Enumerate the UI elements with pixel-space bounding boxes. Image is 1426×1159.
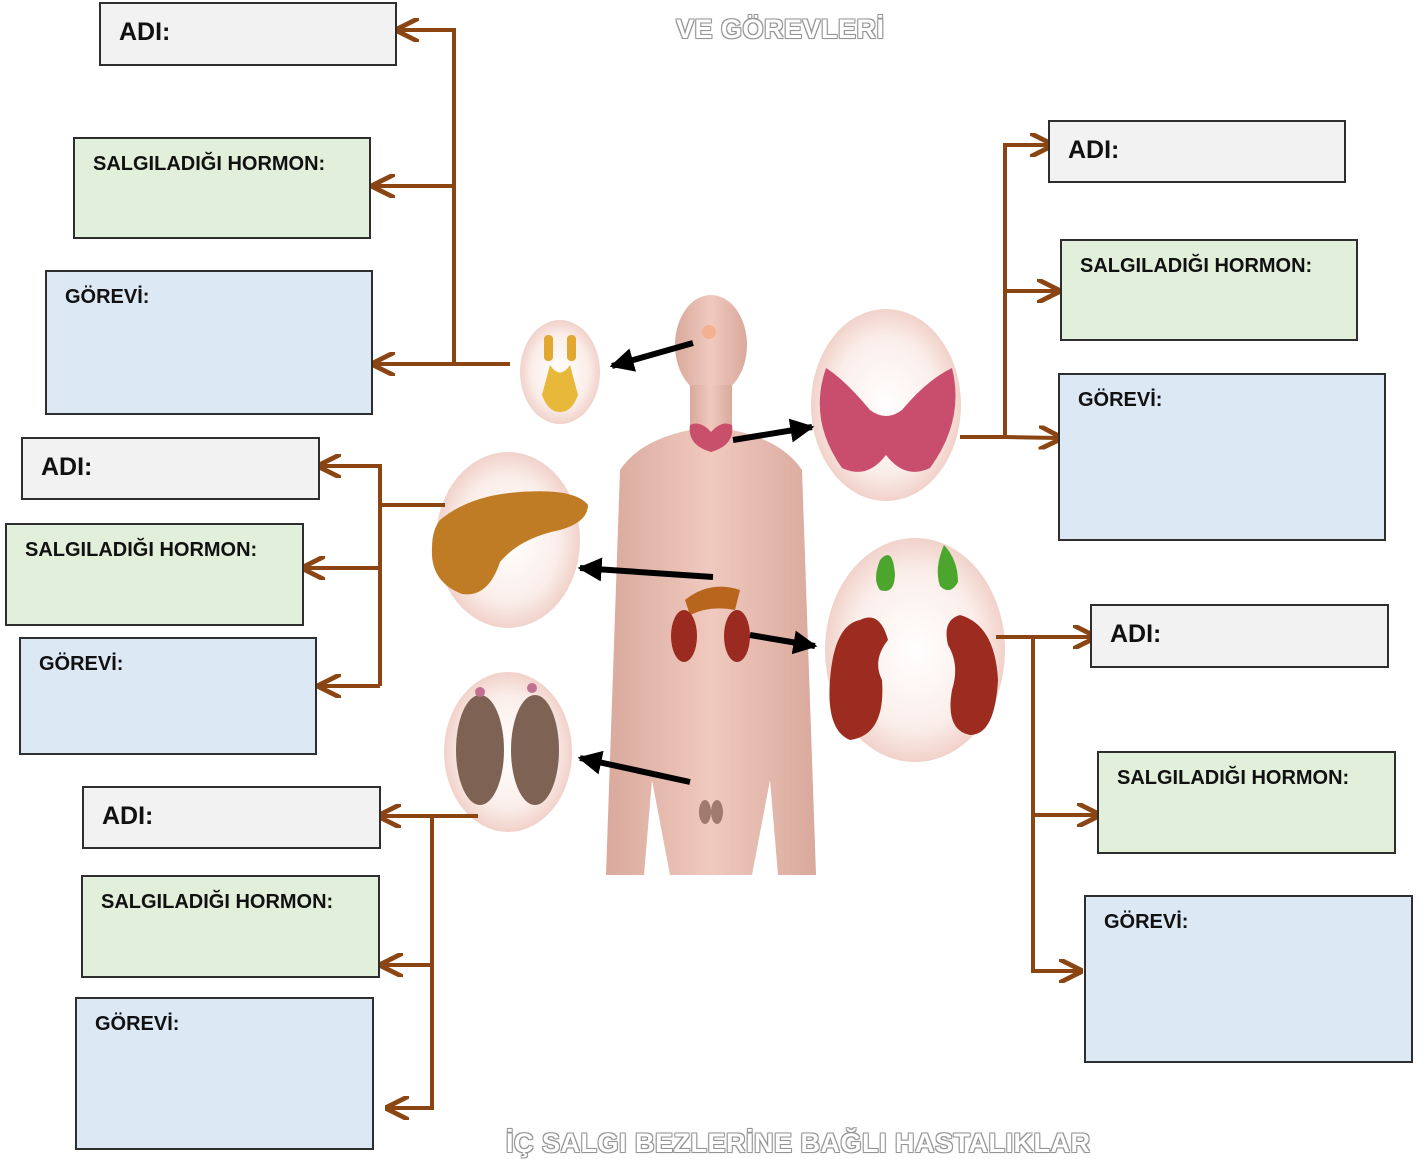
g5-hormone-box[interactable]: SALGILADIĞI HORMON:: [81, 875, 380, 978]
g2-duty-box[interactable]: GÖREVİ:: [1058, 373, 1386, 541]
g1-name-label: ADI:: [119, 18, 171, 46]
g3-duty-label: GÖREVİ:: [39, 653, 124, 675]
thyroid-gland-image: [811, 309, 961, 501]
connector-lines: [306, 30, 1096, 1108]
pointer-arrows: [577, 340, 818, 785]
g4-name-label: ADI:: [1110, 620, 1162, 648]
g5-name-box[interactable]: ADI:: [82, 786, 381, 849]
pituitary-marker: [702, 325, 716, 339]
g3-name-box[interactable]: ADI:: [21, 437, 320, 500]
g1-duty-box[interactable]: GÖREVİ:: [45, 270, 373, 415]
g3-duty-box[interactable]: GÖREVİ:: [19, 637, 317, 755]
g2-hormone-box[interactable]: SALGILADIĞI HORMON:: [1060, 239, 1358, 341]
g2-name-label: ADI:: [1068, 136, 1120, 164]
g4-hormone-box[interactable]: SALGILADIĞI HORMON:: [1097, 751, 1396, 854]
g5-name-label: ADI:: [102, 802, 154, 830]
pancreas-marker: [685, 586, 740, 615]
g5-hormone-label: SALGILADIĞI HORMON:: [101, 891, 334, 913]
g3-hormone-label: SALGILADIĞI HORMON:: [25, 539, 258, 561]
g5-duty-label: GÖREVİ:: [95, 1013, 180, 1035]
g4-duty-box[interactable]: GÖREVİ:: [1084, 895, 1413, 1063]
testes-image: [444, 672, 572, 832]
g2-name-box[interactable]: ADI:: [1048, 120, 1346, 183]
g2-duty-label: GÖREVİ:: [1078, 389, 1163, 411]
g5-duty-box[interactable]: GÖREVİ:: [75, 997, 374, 1150]
g2-hormone-label: SALGILADIĞI HORMON:: [1080, 255, 1313, 277]
adrenal-kidneys-image: [825, 538, 1005, 762]
g1-name-box[interactable]: ADI:: [99, 2, 397, 66]
g1-hormone-box[interactable]: SALGILADIĞI HORMON:: [73, 137, 371, 239]
g3-name-label: ADI:: [41, 453, 93, 481]
g4-duty-label: GÖREVİ:: [1104, 911, 1189, 933]
g1-hormone-label: SALGILADIĞI HORMON:: [93, 153, 326, 175]
g4-name-box[interactable]: ADI:: [1090, 604, 1389, 668]
g3-hormone-box[interactable]: SALGILADIĞI HORMON:: [5, 523, 304, 626]
human-body: [606, 295, 816, 875]
pancreas-image: [431, 452, 588, 628]
pituitary-gland-image: [520, 320, 600, 424]
page-title-top: VE GÖREVLERİ: [676, 14, 885, 44]
thyroid-marker: [689, 423, 733, 452]
g1-duty-label: GÖREVİ:: [65, 286, 150, 308]
g4-hormone-label: SALGILADIĞI HORMON:: [1117, 767, 1350, 789]
